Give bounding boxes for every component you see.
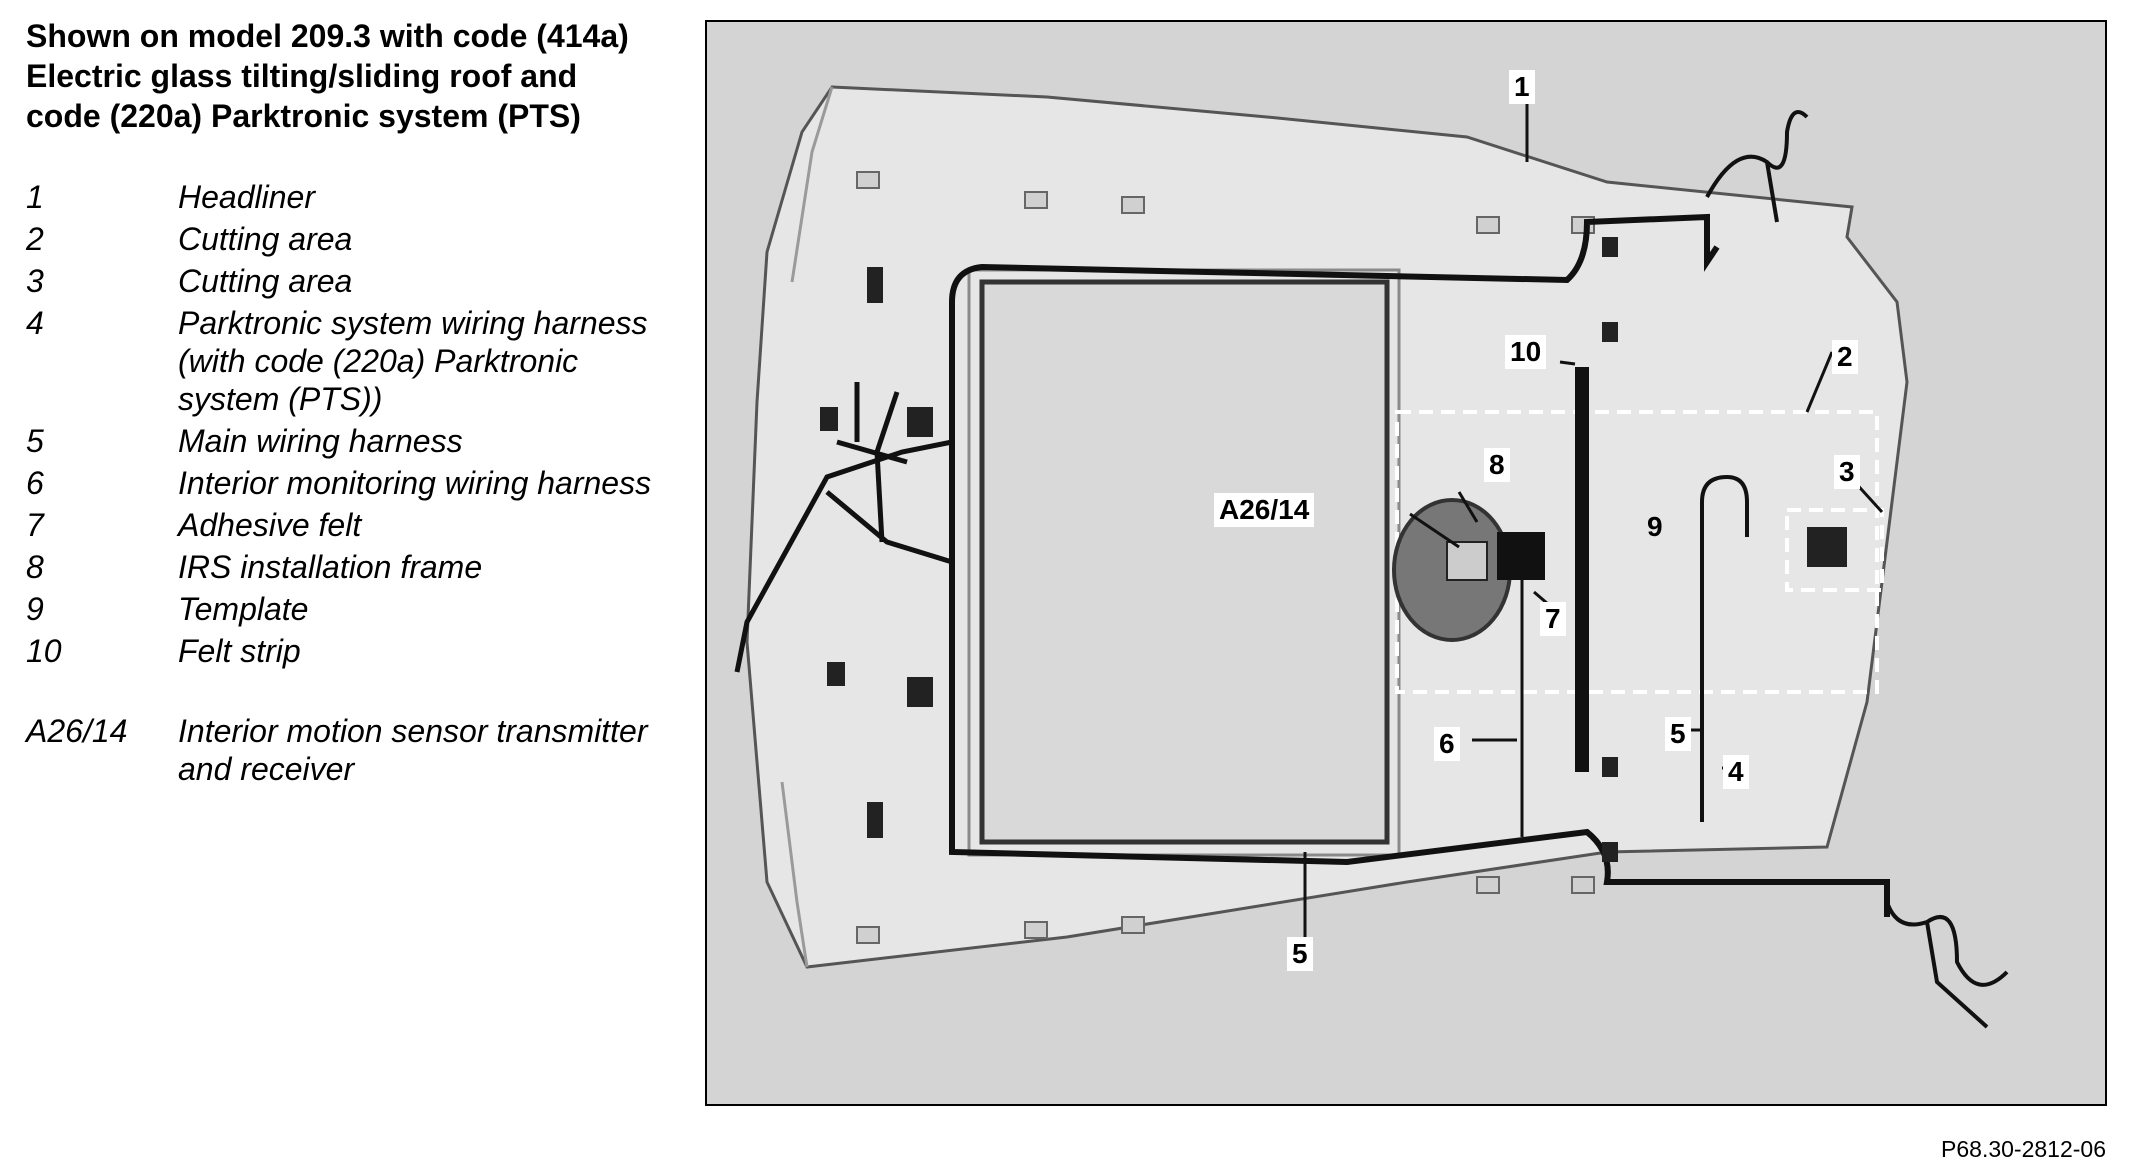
legend-text: Interior motion sensor transmitter: [178, 713, 648, 749]
legend-text: (with code (220a) Parktronic: [178, 343, 579, 379]
legend-number: 6: [26, 465, 44, 501]
felt-strip: [1575, 367, 1589, 772]
legend-text: Cutting area: [178, 221, 353, 257]
callout-template: 9: [1647, 511, 1663, 542]
legend-item: 10 Felt strip: [26, 632, 706, 670]
callout-main-harness: 5: [1665, 717, 1691, 751]
legend-text: Interior monitoring wiring harness: [178, 465, 652, 501]
legend-number: 5: [26, 423, 44, 459]
callout-interior-monitoring-harness: 6: [1434, 727, 1460, 761]
legend-text: system (PTS)): [178, 381, 383, 417]
legend-text: Template: [178, 591, 309, 627]
title-line: code (220a) Parktronic system (PTS): [26, 98, 581, 134]
legend-item: 7 Adhesive felt: [26, 506, 706, 544]
callout-cutting-area-3: 3: [1834, 455, 1860, 489]
legend-number: 2: [26, 221, 44, 257]
legend-text: Headliner: [178, 179, 315, 215]
legend-item: 5 Main wiring harness: [26, 422, 706, 460]
figure-code: P68.30-2812-06: [1941, 1136, 2106, 1162]
legend-item: 2 Cutting area: [26, 220, 706, 258]
diagram-title: Shown on model 209.3 with code (414a) El…: [26, 16, 706, 136]
legend-number: A26/14: [26, 713, 128, 749]
callout-a26-14: A26/14: [1214, 493, 1315, 527]
callout-adhesive-felt: 7: [1540, 602, 1566, 636]
headliner-drawing: [734, 85, 2009, 1029]
legend-text: Adhesive felt: [178, 507, 362, 543]
legend-item: A26/14 Interior motion sensor transmitte…: [26, 712, 706, 788]
legend-item: 1 Headliner: [26, 178, 706, 216]
callout-irs-frame: 8: [1484, 448, 1510, 482]
callout-felt-strip: 10: [1505, 335, 1547, 369]
callout-main-harness: 5: [1287, 937, 1313, 971]
adhesive-felt: [1497, 532, 1545, 580]
sunroof-opening: [979, 279, 1390, 845]
legend-text: and receiver: [178, 751, 355, 787]
legend-number: 8: [26, 549, 44, 585]
legend-text: Main wiring harness: [178, 423, 463, 459]
parktronic-harness: [1700, 474, 1749, 822]
legend-item: 6 Interior monitoring wiring harness: [26, 464, 706, 502]
callout-headliner: 1: [1509, 70, 1535, 104]
legend-item: 9 Template: [26, 590, 706, 628]
connectors: [820, 237, 1618, 862]
legend-number: 4: [26, 305, 44, 341]
title-line: Electric glass tilting/sliding roof and: [26, 58, 578, 94]
legend-number: 9: [26, 591, 44, 627]
callout-parktronic-harness: 4: [1723, 755, 1749, 789]
legend-number: 7: [26, 507, 44, 543]
cutting-area-3: [1785, 508, 1884, 592]
legend-item: 8 IRS installation frame: [26, 548, 706, 586]
legend-number: 1: [26, 179, 44, 215]
legend-number: 10: [26, 633, 62, 669]
legend-item: 3 Cutting area: [26, 262, 706, 300]
cutting-area-2: [1395, 410, 1879, 694]
legend-item: 4 Parktronic system wiring harness (with…: [26, 304, 706, 418]
headliner-illustration: 1 2 3 4 5 5 6 7 8 9 10 A26/14: [705, 20, 2107, 1106]
legend-number: 3: [26, 263, 44, 299]
legend-text: Cutting area: [178, 263, 353, 299]
legend-text: Parktronic system wiring harness: [178, 305, 648, 341]
legend-text: Felt strip: [178, 633, 301, 669]
title-line: Shown on model 209.3 with code (414a): [26, 18, 629, 54]
legend-text: IRS installation frame: [178, 549, 483, 585]
legend: 1 Headliner 2 Cutting area 3 Cutting are…: [26, 178, 706, 792]
callout-cutting-area-2: 2: [1832, 340, 1858, 374]
